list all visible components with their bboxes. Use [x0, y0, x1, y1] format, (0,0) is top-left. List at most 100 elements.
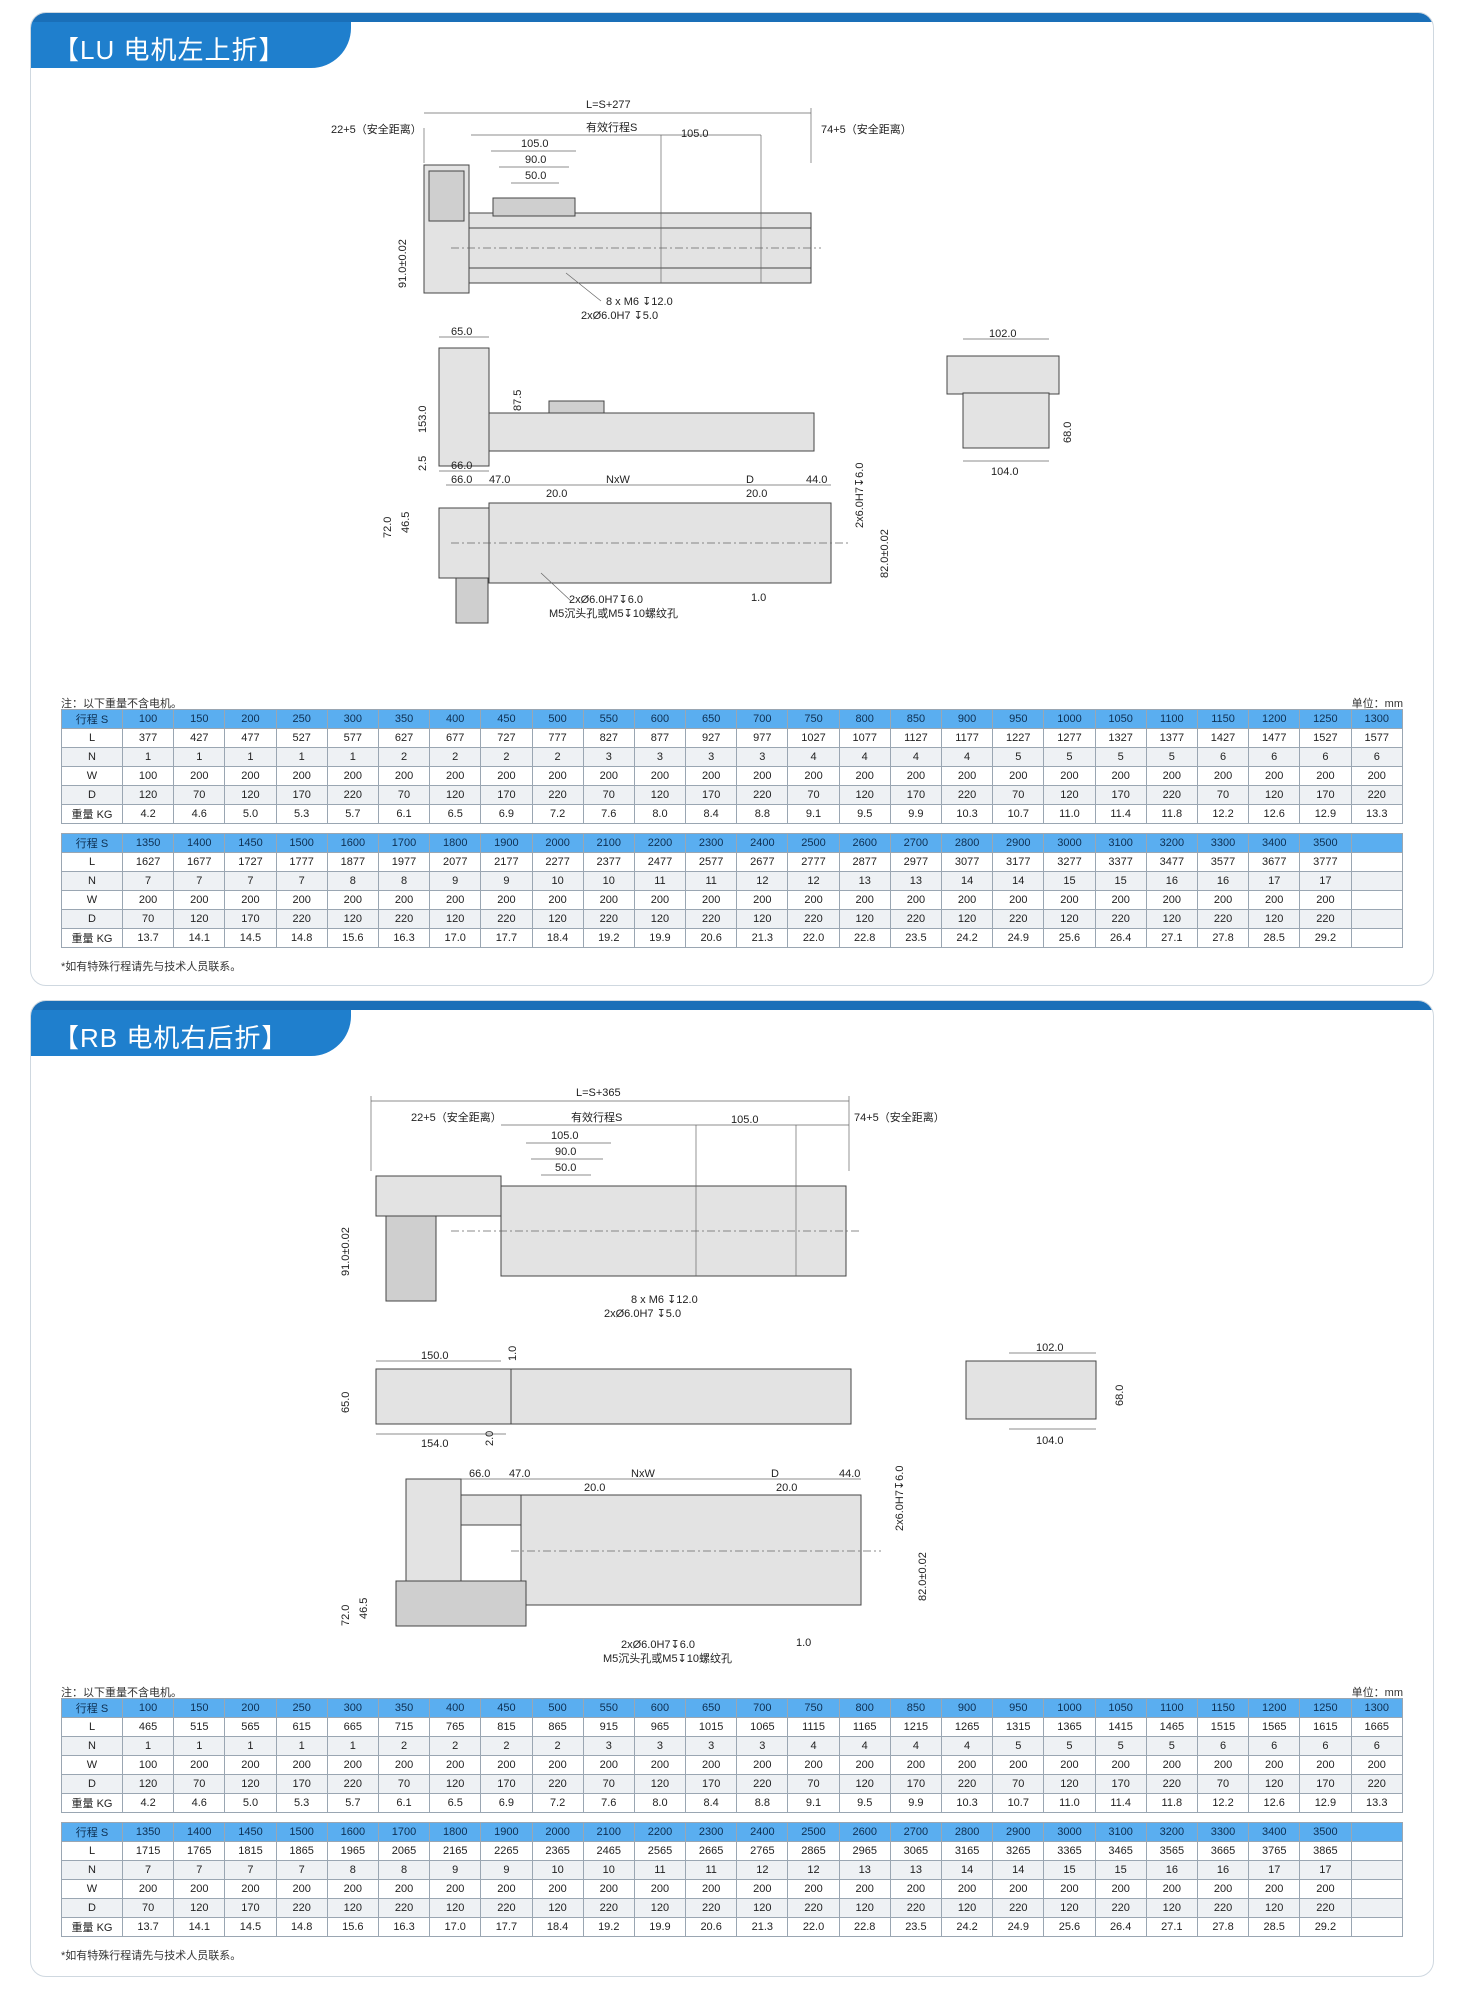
table-cell: 220 [1196, 909, 1250, 929]
table-cell: 3 [582, 747, 635, 767]
table-cell: 1400 [173, 1822, 226, 1842]
table-cell: 22.0 [787, 928, 840, 948]
dim-height-91: 91.0±0.02 [340, 1227, 352, 1276]
table-cell: 1100 [1145, 709, 1198, 729]
table-cell: 250 [275, 709, 328, 729]
table-cell: 220 [275, 909, 328, 929]
table-cell: 9.9 [889, 804, 943, 824]
table-cell: 1815 [224, 1841, 277, 1861]
table-cell: 2077 [429, 852, 482, 872]
table-cell: 2265 [480, 1841, 533, 1861]
table-cell: 8.4 [685, 804, 738, 824]
section-top-bar [31, 1001, 1433, 1010]
table-cell: 200 [224, 1698, 277, 1718]
table-cell: 17.0 [429, 1917, 482, 1937]
table-cell: 2100 [582, 833, 635, 853]
table-cell: 1127 [889, 728, 943, 748]
table-cell: 350 [377, 709, 431, 729]
table-cell: 3 [736, 1736, 789, 1756]
table-cell: 220 [326, 1774, 379, 1794]
dim-pin-b: 2xØ6.0H7↧6.0 [621, 1639, 695, 1651]
dim-105b: 105.0 [681, 128, 709, 140]
table-cell: 8 [377, 1860, 431, 1880]
table-cell: 1 [173, 747, 226, 767]
table-cell: 14 [992, 871, 1045, 891]
table-cell: 200 [787, 766, 840, 786]
table-cell: 14.8 [275, 928, 328, 948]
table-cell: 200 [480, 1879, 533, 1899]
table-cell: 200 [992, 1755, 1045, 1775]
table-cell: 26.4 [1094, 928, 1147, 948]
dim-65: 65.0 [451, 326, 472, 338]
table-cell: 850 [889, 1698, 943, 1718]
section-title-tab: 【RB 电机右后折】 [31, 1010, 351, 1056]
table-cell: 5 [1094, 747, 1147, 767]
table-cell: 170 [889, 785, 943, 805]
table-cell: 200 [275, 1755, 328, 1775]
table-cell: 120 [326, 1898, 379, 1918]
table-cell: 9 [429, 871, 482, 891]
table-cell: 1900 [480, 1822, 533, 1842]
table-cell: 3577 [1196, 852, 1250, 872]
table-cell: 120 [1248, 1774, 1301, 1794]
table-cell: 120 [531, 1898, 584, 1918]
table-cell: 1150 [1196, 709, 1250, 729]
table-cell: 550 [582, 709, 635, 729]
table-cell: 2865 [787, 1841, 840, 1861]
table-cell: 4 [889, 747, 943, 767]
table-cell: 14 [940, 1860, 994, 1880]
table-cell: 6 [1196, 747, 1250, 767]
table-cell: 22.8 [838, 1917, 891, 1937]
table-cell: 100 [121, 1755, 175, 1775]
table-cell: 200 [685, 766, 738, 786]
lu-technical-drawing: L=S+277 22+5（安全距离） 74+5（安全距离） 有效行程S 105.… [331, 99, 1074, 624]
table-cell: 1 [275, 1736, 328, 1756]
table-cell: 200 [992, 1879, 1045, 1899]
table-cell: 200 [838, 1755, 891, 1775]
weight-note: 注：以下重量不含电机。 [61, 698, 182, 710]
table-cell: 200 [633, 890, 687, 910]
table-cell: 220 [531, 1774, 584, 1794]
table-cell: 11.4 [1094, 804, 1147, 824]
row-label: 行程 S [61, 833, 123, 853]
table-cell: 4 [940, 1736, 994, 1756]
table-cell: 27.8 [1196, 1917, 1250, 1937]
table-cell: 200 [633, 1879, 687, 1899]
table-cell: 200 [889, 1879, 943, 1899]
table-cell: 200 [940, 1879, 994, 1899]
table-cell: 5.0 [224, 1793, 277, 1813]
table-cell: 200 [838, 766, 891, 786]
dim-68: 68.0 [1062, 422, 1074, 443]
dim-50: 50.0 [525, 170, 546, 182]
table-cell: 120 [173, 1898, 226, 1918]
table-cell: 13 [838, 871, 891, 891]
table-cell: 377 [121, 728, 175, 748]
table-cell: 120 [940, 1898, 994, 1918]
table-cell: 200 [1350, 766, 1403, 786]
row-label: 行程 S [61, 1698, 123, 1718]
table-cell: 9 [480, 871, 533, 891]
table-cell: 120 [326, 909, 379, 929]
table-cell: 1877 [326, 852, 379, 872]
table-cell: 2177 [480, 852, 533, 872]
table-cell: 28.5 [1248, 1917, 1301, 1937]
table-cell: 170 [275, 1774, 328, 1794]
section-lu: 【LU 电机左上折】 L=S+277 22+5（安全距离） 74+5（安全距离）… [30, 12, 1434, 986]
table-cell: 200 [377, 766, 431, 786]
table-cell: 120 [1248, 1898, 1301, 1918]
table-cell: 500 [531, 1698, 584, 1718]
table-cell: 800 [838, 1698, 891, 1718]
table-cell: 12.9 [1299, 804, 1352, 824]
table-cell: 9.5 [838, 1793, 891, 1813]
table-cell: 200 [531, 766, 584, 786]
table-cell: 1800 [429, 833, 482, 853]
table-cell: 11 [633, 1860, 687, 1880]
table-cell: 200 [531, 1755, 584, 1775]
